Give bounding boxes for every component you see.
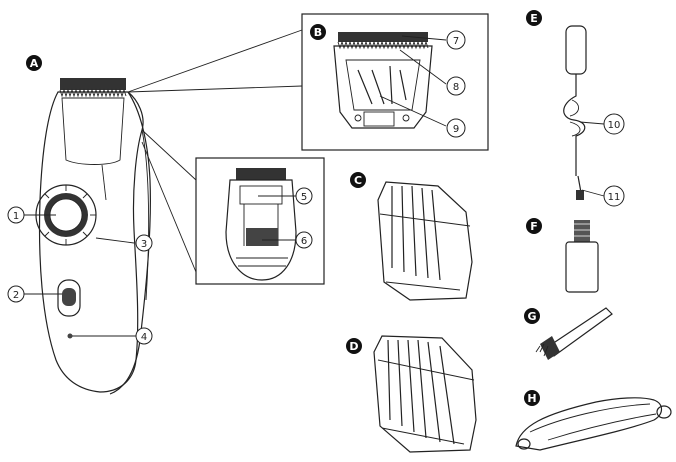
badge-f: F	[526, 218, 542, 234]
callout-11: 11	[603, 185, 625, 207]
svg-text:2: 2	[13, 290, 19, 301]
callout-10: 10	[603, 113, 625, 135]
detail-inset	[141, 129, 325, 285]
trimmer-head-panel	[61, 97, 125, 165]
badge-g: G	[524, 308, 540, 324]
svg-text:G: G	[527, 310, 536, 323]
callout-2: 2	[7, 285, 25, 303]
badge-c: C	[350, 172, 366, 188]
svg-text:F: F	[530, 220, 538, 233]
svg-text:3: 3	[141, 239, 147, 250]
svg-text:7: 7	[453, 36, 459, 47]
trimmer-body	[35, 78, 151, 395]
svg-text:H: H	[527, 392, 536, 405]
callout-7: 7	[446, 30, 466, 50]
comb-attachment-d	[373, 335, 477, 453]
ac-adaptor	[563, 25, 587, 200]
adaptor-cord	[563, 74, 586, 176]
callout-6: 6	[295, 231, 313, 249]
leader-lines	[24, 35, 605, 337]
cleaning-brush	[535, 307, 613, 360]
badge-a: A	[26, 55, 42, 71]
svg-text:E: E	[530, 12, 538, 25]
svg-text:8: 8	[453, 82, 459, 93]
oil-bottle	[565, 220, 599, 293]
power-switch	[57, 279, 81, 317]
badge-d: D	[346, 338, 362, 354]
callout-8: 8	[446, 76, 466, 96]
charge-lamp	[67, 333, 73, 339]
svg-text:B: B	[314, 26, 322, 39]
callout-9: 9	[446, 118, 466, 138]
svg-text:D: D	[349, 340, 358, 353]
badge-e: E	[526, 10, 542, 26]
callout-3: 3	[135, 234, 153, 252]
svg-text:1: 1	[13, 211, 19, 222]
svg-text:4: 4	[141, 332, 147, 343]
svg-text:11: 11	[608, 192, 621, 203]
blade-inset	[127, 13, 489, 151]
badge-b: B	[310, 24, 326, 40]
adaptor-plug	[565, 25, 587, 75]
svg-text:C: C	[354, 174, 362, 187]
comb-attachment-c	[377, 181, 473, 301]
svg-text:10: 10	[608, 120, 621, 131]
badge-h: H	[524, 390, 540, 406]
svg-text:9: 9	[453, 124, 459, 135]
callout-1: 1	[7, 206, 25, 224]
storage-pouch	[515, 397, 672, 451]
svg-text:5: 5	[301, 192, 307, 203]
callout-5: 5	[295, 187, 313, 205]
callout-4: 4	[135, 327, 153, 345]
trimmer-blade	[60, 78, 126, 90]
svg-text:A: A	[30, 57, 39, 70]
svg-text:6: 6	[301, 236, 307, 247]
appliance-plug	[576, 190, 584, 200]
